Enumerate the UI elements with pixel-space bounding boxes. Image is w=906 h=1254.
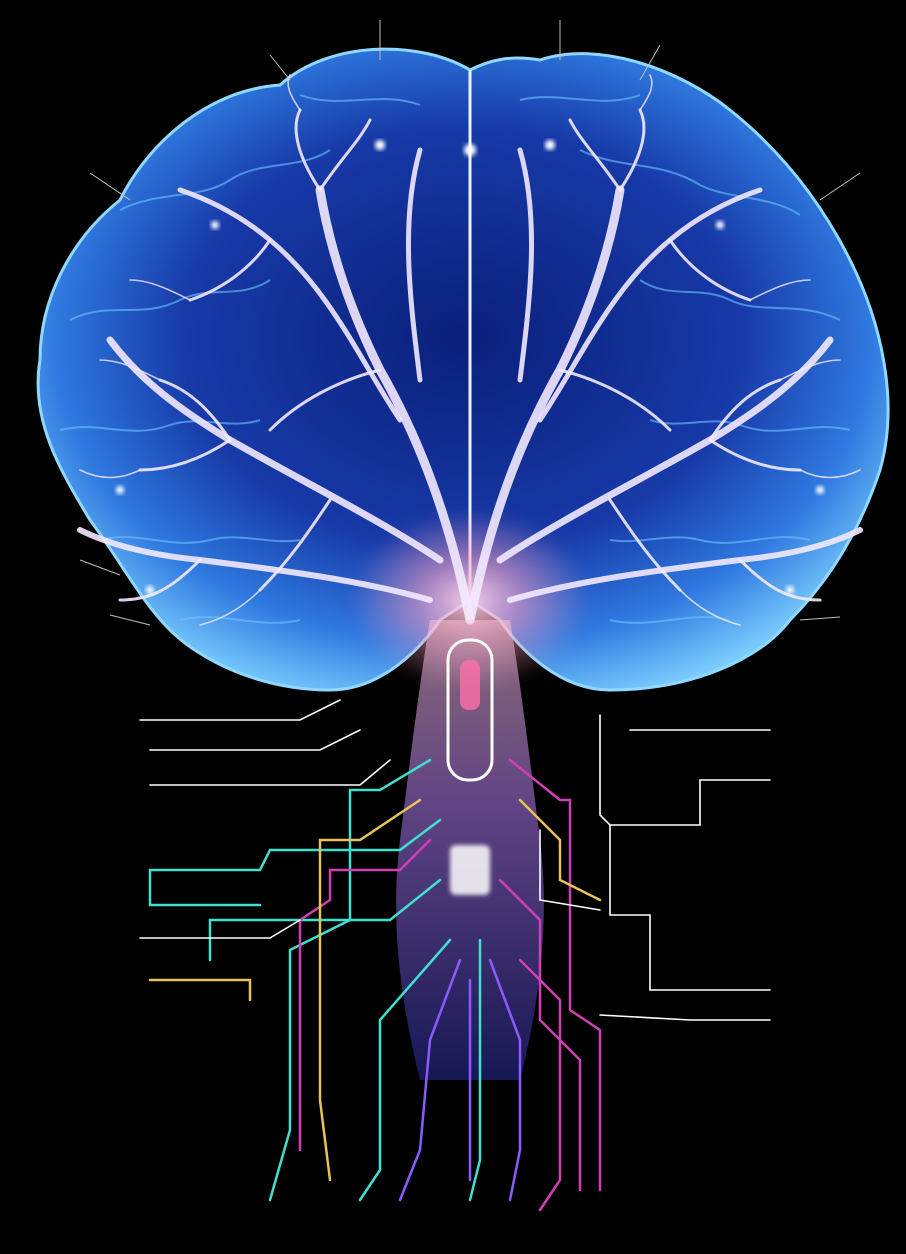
brain-tree-illustration [0, 0, 906, 1254]
neural-tree-diagram [0, 0, 906, 1254]
